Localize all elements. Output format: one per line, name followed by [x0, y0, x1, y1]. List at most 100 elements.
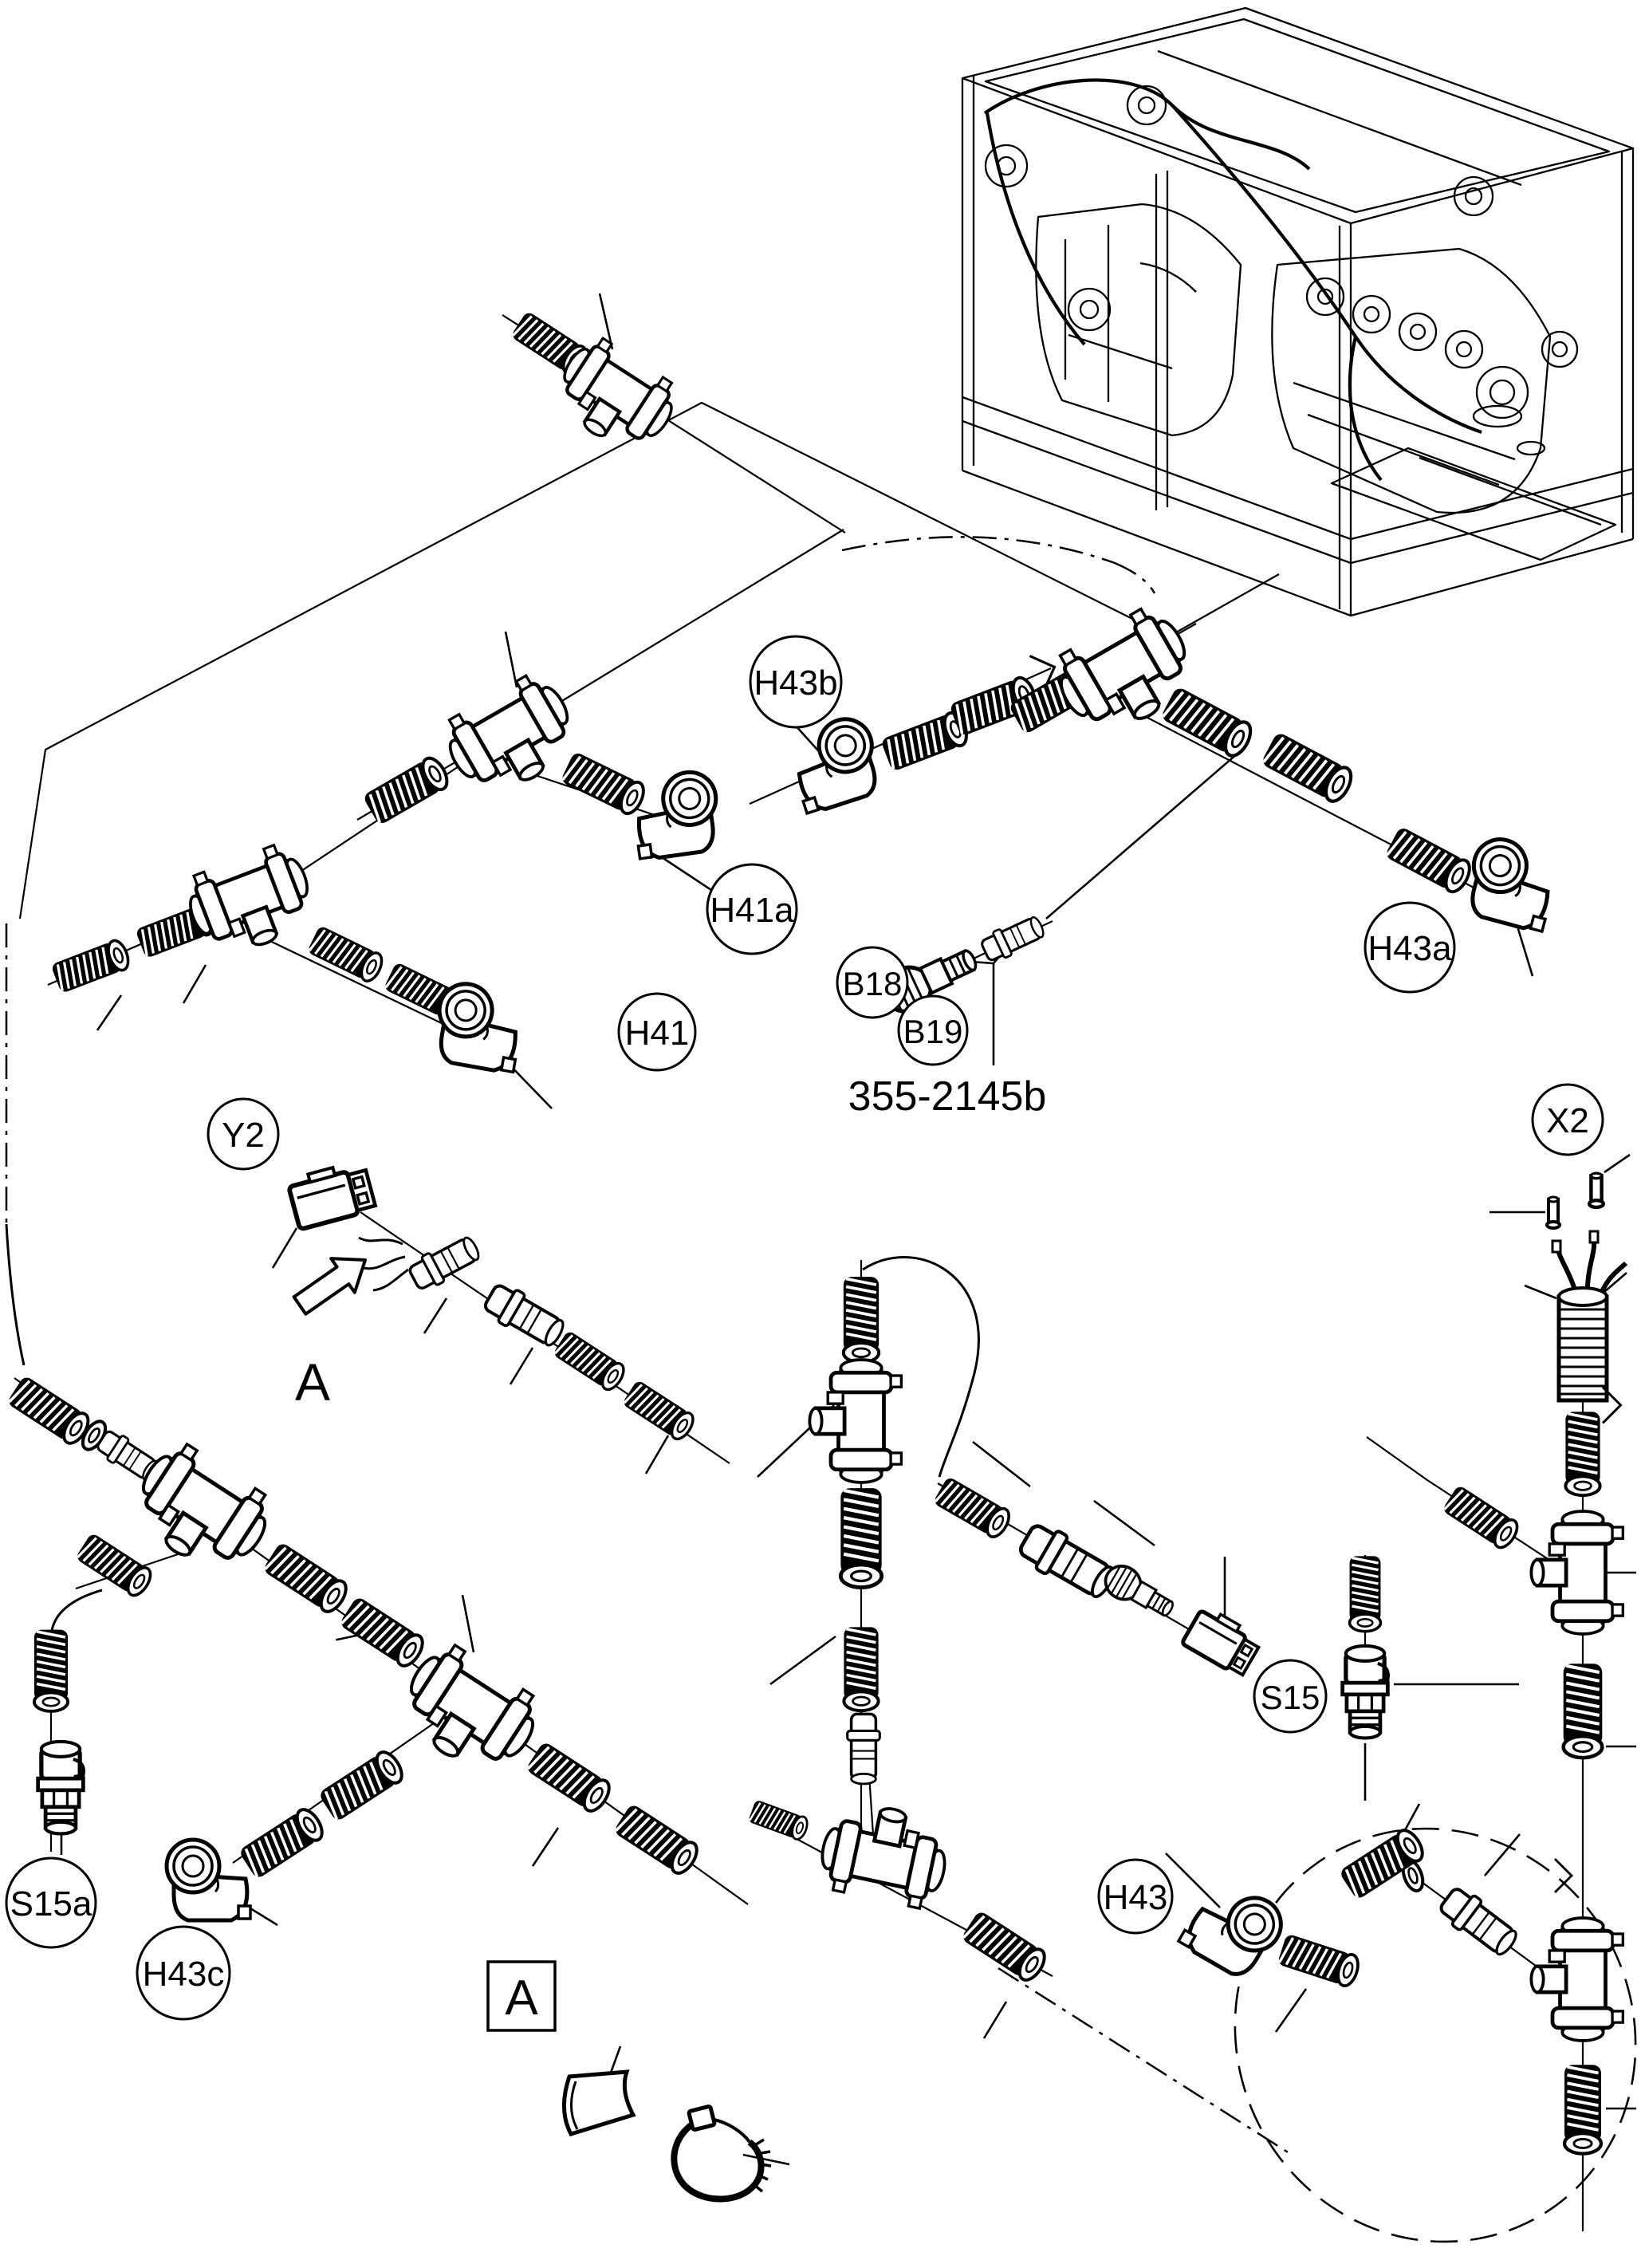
callout-y2-label: Y2 [222, 1116, 265, 1155]
hose-icon [1275, 1931, 1364, 1990]
hose-chain-right-vertical [1399, 1386, 1623, 2154]
callout-h43a: H43a [1364, 901, 1456, 994]
detail-box [486, 1960, 557, 2032]
callout-h43c: H43c [136, 1925, 231, 2021]
hose-icon [318, 1748, 407, 1822]
pin-terminal-icon [1589, 1173, 1604, 1207]
coupler-icon [978, 911, 1049, 967]
detail-arrow-icon [292, 1257, 367, 1316]
hose-icon [238, 1805, 327, 1880]
generator-block [1035, 203, 1242, 437]
tee-fitting-icon [179, 839, 322, 964]
hose-icon [32, 1628, 70, 1713]
hose-icon [931, 1475, 1015, 1542]
callout-b18-label: B18 [843, 965, 903, 1002]
callout-h43a-label: H43a [1368, 929, 1452, 968]
hose-icon [620, 1377, 699, 1444]
wiring-harness [983, 78, 1482, 482]
callout-h43b-label: H43b [754, 663, 837, 703]
callout-x2-label: X2 [1546, 1101, 1589, 1140]
view-boundary-line [18, 401, 1155, 919]
hose-chain-h43a [1008, 600, 1562, 933]
hose-icon [746, 1798, 812, 1843]
callout-h43c-label: H43c [143, 1955, 225, 1994]
electrical-connector-icon [287, 1160, 376, 1230]
callout-b18: B18 [836, 946, 909, 1019]
hose-icon [840, 1488, 881, 1587]
hose-icon [262, 1542, 351, 1616]
hose-chain-top [509, 309, 686, 463]
callout-b19: B19 [897, 994, 969, 1066]
hose-icon [1384, 826, 1474, 896]
hose-icon [558, 749, 650, 819]
hose-icon [844, 1277, 879, 1362]
sensor-icon [1343, 1646, 1388, 1738]
elbow-fitting-icon [431, 980, 527, 1074]
hose-icon [613, 1803, 702, 1877]
hose-icon [1348, 1554, 1383, 1633]
centerline-dash-dot [5, 536, 1293, 2156]
label-sheet-icon [564, 2072, 633, 2134]
detail-box-letter: A [505, 1971, 538, 2026]
engine-block [1271, 247, 1552, 514]
callout-h43-label: H43 [1104, 1878, 1168, 1917]
hose-icon [550, 1328, 630, 1395]
callout-s15a-label: S15a [10, 1884, 92, 1923]
engine-assembly [961, 6, 1635, 617]
hose-icon [5, 1373, 95, 1449]
callout-y2: Y2 [207, 1097, 280, 1171]
callout-x2: X2 [1531, 1083, 1604, 1156]
detail-arrow-letter: A [295, 1353, 330, 1412]
hose-icon [1565, 1412, 1600, 1495]
callout-h43b: H43b [749, 635, 843, 729]
exploded-axis-lines [14, 314, 1584, 2231]
sensor-group-s15a [32, 1530, 157, 1834]
terminal-group-x2 [1545, 1173, 1626, 1400]
callout-h41a: H41a [706, 863, 798, 955]
elbow-fitting-icon [1178, 1872, 1290, 1984]
pin-terminal-icon [1545, 1195, 1561, 1230]
tee-fitting-icon [1531, 1918, 1623, 2041]
callout-s15a: S15a [5, 1857, 97, 1949]
hose-icon [362, 754, 451, 826]
electrical-connector-icon [1182, 1605, 1263, 1677]
elbow-fitting-icon [629, 769, 723, 860]
hose-icon [1564, 1664, 1603, 1758]
wire-conduit-icon [1552, 1231, 1626, 1400]
hose-chain-h43 [1178, 1826, 1427, 1990]
wire-curves [5, 1223, 980, 1637]
hose-icon [525, 1741, 614, 1815]
elbow-fitting-icon [1461, 833, 1563, 933]
coupler-icon [845, 1712, 882, 1786]
sensor-body-icon [404, 1230, 485, 1295]
quick-connect-icon [1016, 1519, 1120, 1605]
hose-icon [1261, 731, 1356, 805]
hose-icon [1440, 1482, 1524, 1553]
callout-h41a-label: H41a [710, 891, 794, 930]
coupler-icon [1436, 1884, 1522, 1961]
hose-chain-h41a [362, 667, 723, 860]
part-number-label: 355-2145b [848, 1073, 1047, 1120]
leader-lines [60, 293, 1636, 2166]
hose-icon [305, 923, 388, 986]
hose-icon [1564, 2065, 1601, 2153]
barb-fitting-icon [1098, 1558, 1181, 1626]
callouts: H43b H41a H41 B18 B19 H43a Y2 X2 S15 S15… [5, 635, 1604, 2021]
callout-s15: S15 [1253, 1659, 1328, 1734]
callout-h41: H41 [617, 992, 697, 1072]
hose-chain-center-vertical [746, 1277, 1049, 1984]
tee-fitting-icon [435, 667, 588, 807]
detail-a-group: A A [292, 1257, 771, 2199]
callout-s15-label: S15 [1261, 1679, 1320, 1716]
callout-h43: H43 [1097, 1858, 1174, 1935]
elbow-fitting-icon [167, 1840, 250, 1920]
tee-fitting-icon [809, 1360, 901, 1482]
hose-icon [339, 1596, 427, 1670]
cable-tie-icon [674, 2106, 771, 2199]
sensor-icon [38, 1742, 84, 1834]
tee-fitting-icon [815, 1797, 954, 1912]
coupler-icon [481, 1280, 569, 1352]
hose-icon [844, 1627, 878, 1711]
